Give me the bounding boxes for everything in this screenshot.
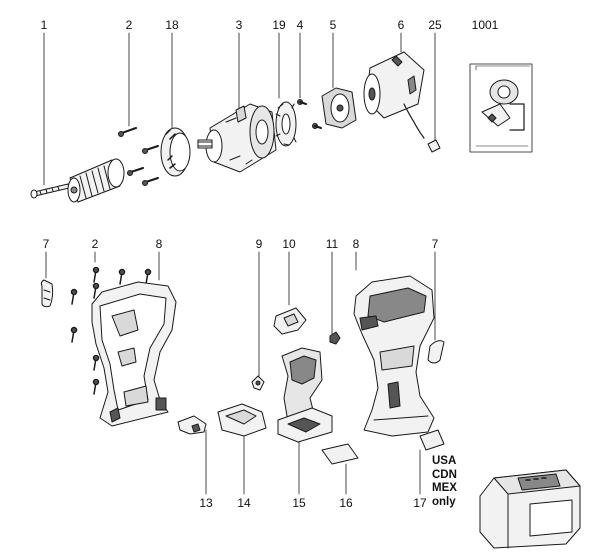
region-note-line: MEX [432, 482, 457, 494]
callout-label: 18 [165, 18, 179, 32]
callout-label: 14 [237, 496, 251, 510]
leader-lines [43, 32, 436, 495]
part-16-label [321, 443, 359, 465]
callout-label: 11 [325, 237, 339, 251]
part-10-slider [273, 307, 307, 335]
callout-label: 16 [339, 496, 353, 510]
part-8-right-housing [353, 275, 435, 437]
part-2-screws [118, 127, 159, 186]
part-1-screw [30, 183, 70, 199]
part-4-screws [297, 99, 322, 129]
callout-label: 7 [42, 237, 50, 251]
part-17-label [419, 429, 445, 451]
callout-label: 4 [296, 18, 304, 32]
callout-label: 8 [155, 237, 163, 251]
part-11-contact [329, 331, 341, 345]
callout-label: 15 [292, 496, 306, 510]
part-25-spacer [427, 139, 441, 153]
part-5-motor-plate [321, 87, 357, 129]
callout-label: 6 [397, 18, 405, 32]
callout-label: 1001 [471, 18, 499, 32]
callout-label: 19 [272, 18, 286, 32]
part-15-switch [277, 347, 333, 443]
region-note-line: only [432, 495, 456, 508]
drill-chuck [67, 158, 125, 203]
battery-pack [479, 469, 581, 549]
callout-label: 2 [91, 237, 99, 251]
part-7-left-cap [40, 279, 54, 308]
callout-label: 17 [413, 496, 427, 510]
part-14-base-plate [217, 403, 267, 437]
part-1001-schematic [469, 63, 533, 153]
part-3-gearbox [197, 103, 277, 173]
region-note-line: CDN [432, 468, 457, 481]
part-13-latch [177, 415, 207, 435]
callout-label: 7 [431, 237, 439, 251]
callout-label: 3 [235, 18, 243, 32]
part-2-housing-screws [70, 266, 152, 395]
callout-label: 25 [428, 18, 442, 32]
callout-label: 8 [352, 237, 360, 251]
callout-label: 5 [329, 18, 337, 32]
part-19-disc [275, 101, 297, 147]
part-6-motor [363, 51, 425, 139]
callout-label: 9 [255, 237, 263, 251]
part-8-left-housing [91, 281, 177, 427]
callout-label: 1 [40, 18, 48, 32]
callout-label: 13 [199, 496, 213, 510]
callout-label: 2 [125, 18, 133, 32]
part-9-clip [251, 375, 265, 391]
part-18-ring [160, 127, 191, 177]
part-7-right-cap [427, 340, 445, 364]
region-note-line: USA [432, 455, 457, 467]
region-note: USA CDN MEX only [432, 455, 457, 509]
callout-label: 10 [282, 237, 296, 251]
